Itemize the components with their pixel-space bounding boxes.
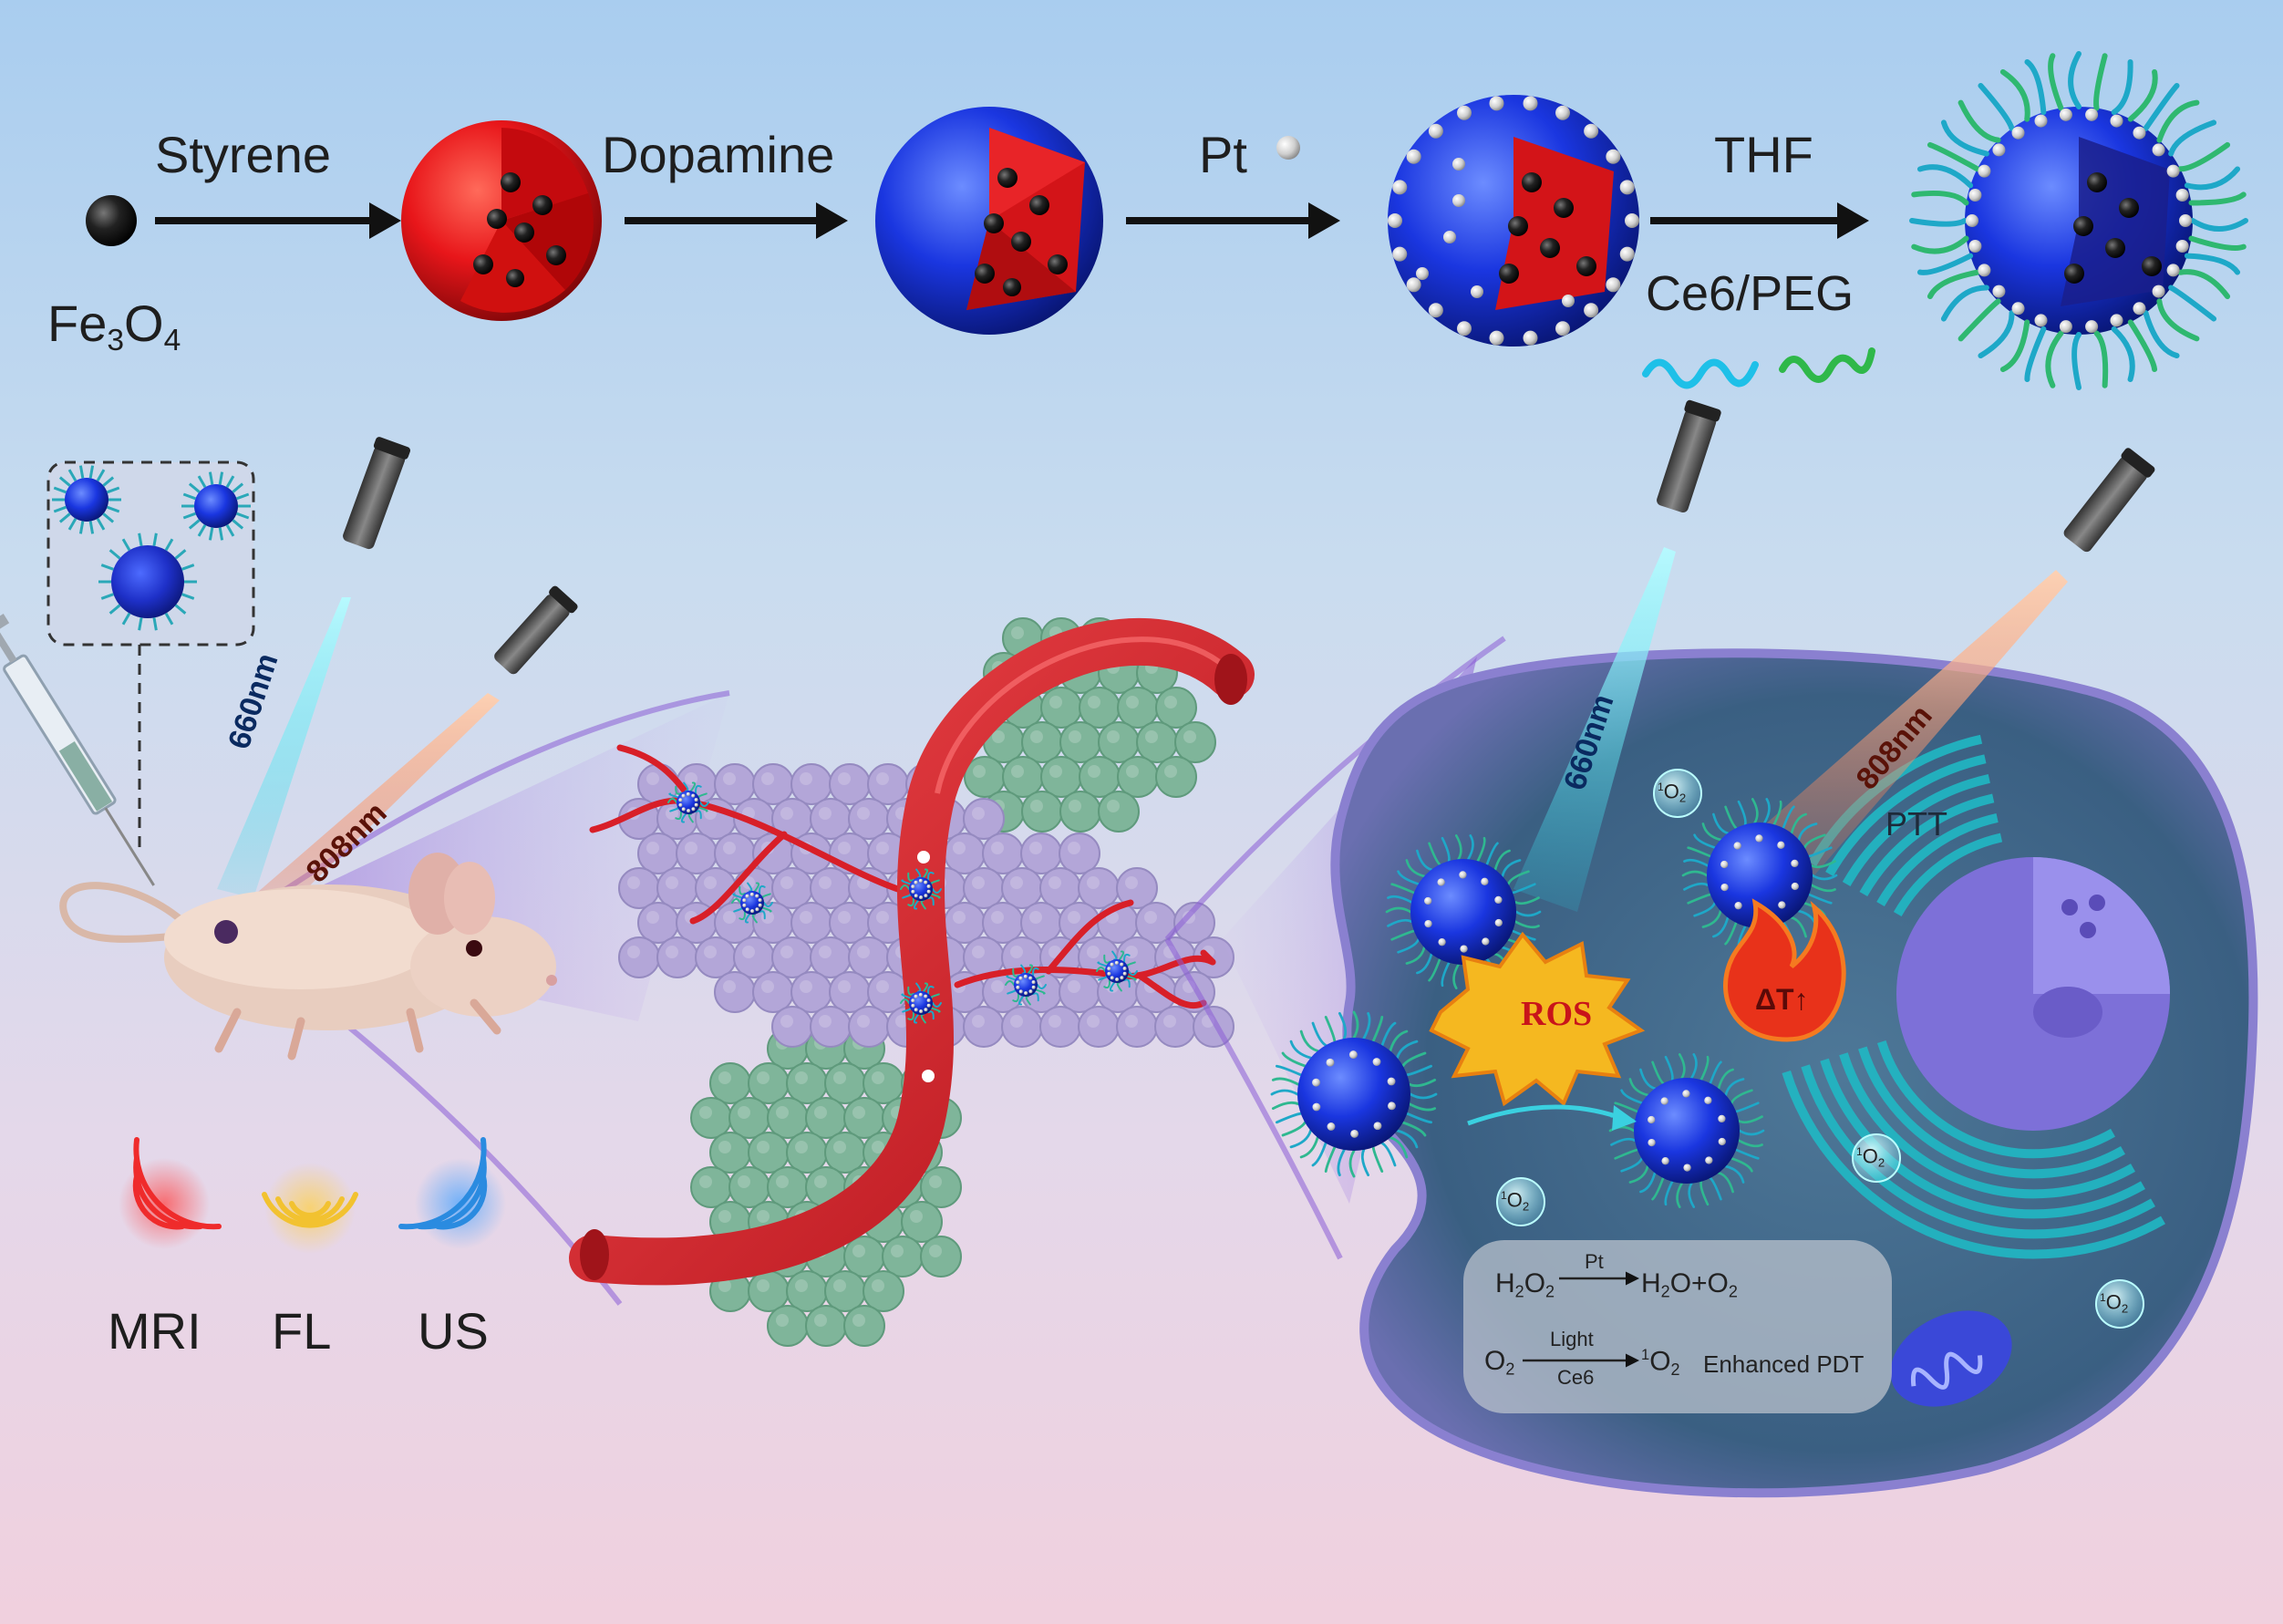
arrow-dopamine <box>625 202 848 239</box>
heat-flame-icon <box>1723 898 1846 1042</box>
ros-label: ROS <box>1521 995 1593 1033</box>
syringe <box>0 614 155 886</box>
equation-pt-catalyst: Pt <box>1585 1250 1604 1273</box>
delta-t-label: ΔT↑ <box>1755 983 1809 1016</box>
fl-signal-icon <box>262 1163 358 1254</box>
final-nanoplatform <box>1909 51 2248 390</box>
laser-660-left <box>217 437 411 898</box>
equation-ce6-label: Ce6 <box>1557 1366 1595 1389</box>
equation-h2o-o2-product: H2O+O2 <box>1641 1268 1738 1301</box>
pt-decorated-sphere <box>1388 95 1639 347</box>
laser-808-cell <box>1764 448 2155 875</box>
polydopamine-coated-sphere <box>875 107 1103 335</box>
singlet-oxygen-bubbles <box>1496 769 2144 1329</box>
blood-vessel <box>569 618 1255 1286</box>
singlet-oxygen-label-3: 1O2 <box>1501 1188 1530 1214</box>
enhanced-pdt-label: Enhanced PDT <box>1703 1350 1865 1378</box>
equation-o2-reactant: O2 <box>1484 1346 1515 1379</box>
ce6-peg-label: Ce6/PEG <box>1646 266 1854 321</box>
ptt-label: PTT <box>1885 805 1947 843</box>
us-label: US <box>418 1302 489 1360</box>
ce6-strand-icon <box>1642 358 1759 389</box>
pt-nanoparticle-icon <box>1276 136 1300 160</box>
ros-burst <box>1429 931 1646 1107</box>
arrow-styrene <box>155 202 401 239</box>
equation-singlet-oxygen-product: 1O2 <box>1641 1346 1680 1379</box>
singlet-oxygen-label-1: 1O2 <box>1658 780 1687 805</box>
fe3o4-core-particle <box>86 195 137 246</box>
mouse <box>59 853 557 1060</box>
arrow-thf <box>1650 202 1869 239</box>
us-signal-icon <box>398 1137 506 1249</box>
vessel-nanoparticles <box>667 781 1138 1024</box>
arrow-pt <box>1126 202 1340 239</box>
singlet-oxygen-label-2: 1O2 <box>1856 1144 1885 1170</box>
dopamine-label: Dopamine <box>602 126 835 183</box>
fl-label: FL <box>272 1302 332 1360</box>
thf-label: THF <box>1714 126 1813 183</box>
laser-660-cell <box>1513 399 1721 912</box>
mri-signal-icon <box>119 1137 222 1249</box>
nanoparticle-inset-box <box>46 460 255 646</box>
singlet-oxygen-label-4: 1O2 <box>2100 1290 2129 1316</box>
pt-label: Pt <box>1199 126 1247 183</box>
laser-808-left <box>251 585 578 921</box>
nucleus <box>1896 857 2170 1131</box>
uptake-arrow <box>1467 1104 1637 1131</box>
mri-label: MRI <box>108 1302 201 1360</box>
equation-h2o2-reactant: H2O2 <box>1495 1268 1555 1301</box>
equation-light-label: Light <box>1550 1328 1594 1350</box>
mitochondrion <box>1890 1310 2012 1407</box>
fe3o4-label: Fe3O4 <box>47 295 181 358</box>
equation-panel <box>1463 1240 1892 1413</box>
styrene-label: Styrene <box>155 126 331 183</box>
cell-nanoparticles <box>1270 798 1838 1208</box>
polystyrene-sphere <box>401 120 602 321</box>
peg-strand-icon <box>1779 347 1875 383</box>
